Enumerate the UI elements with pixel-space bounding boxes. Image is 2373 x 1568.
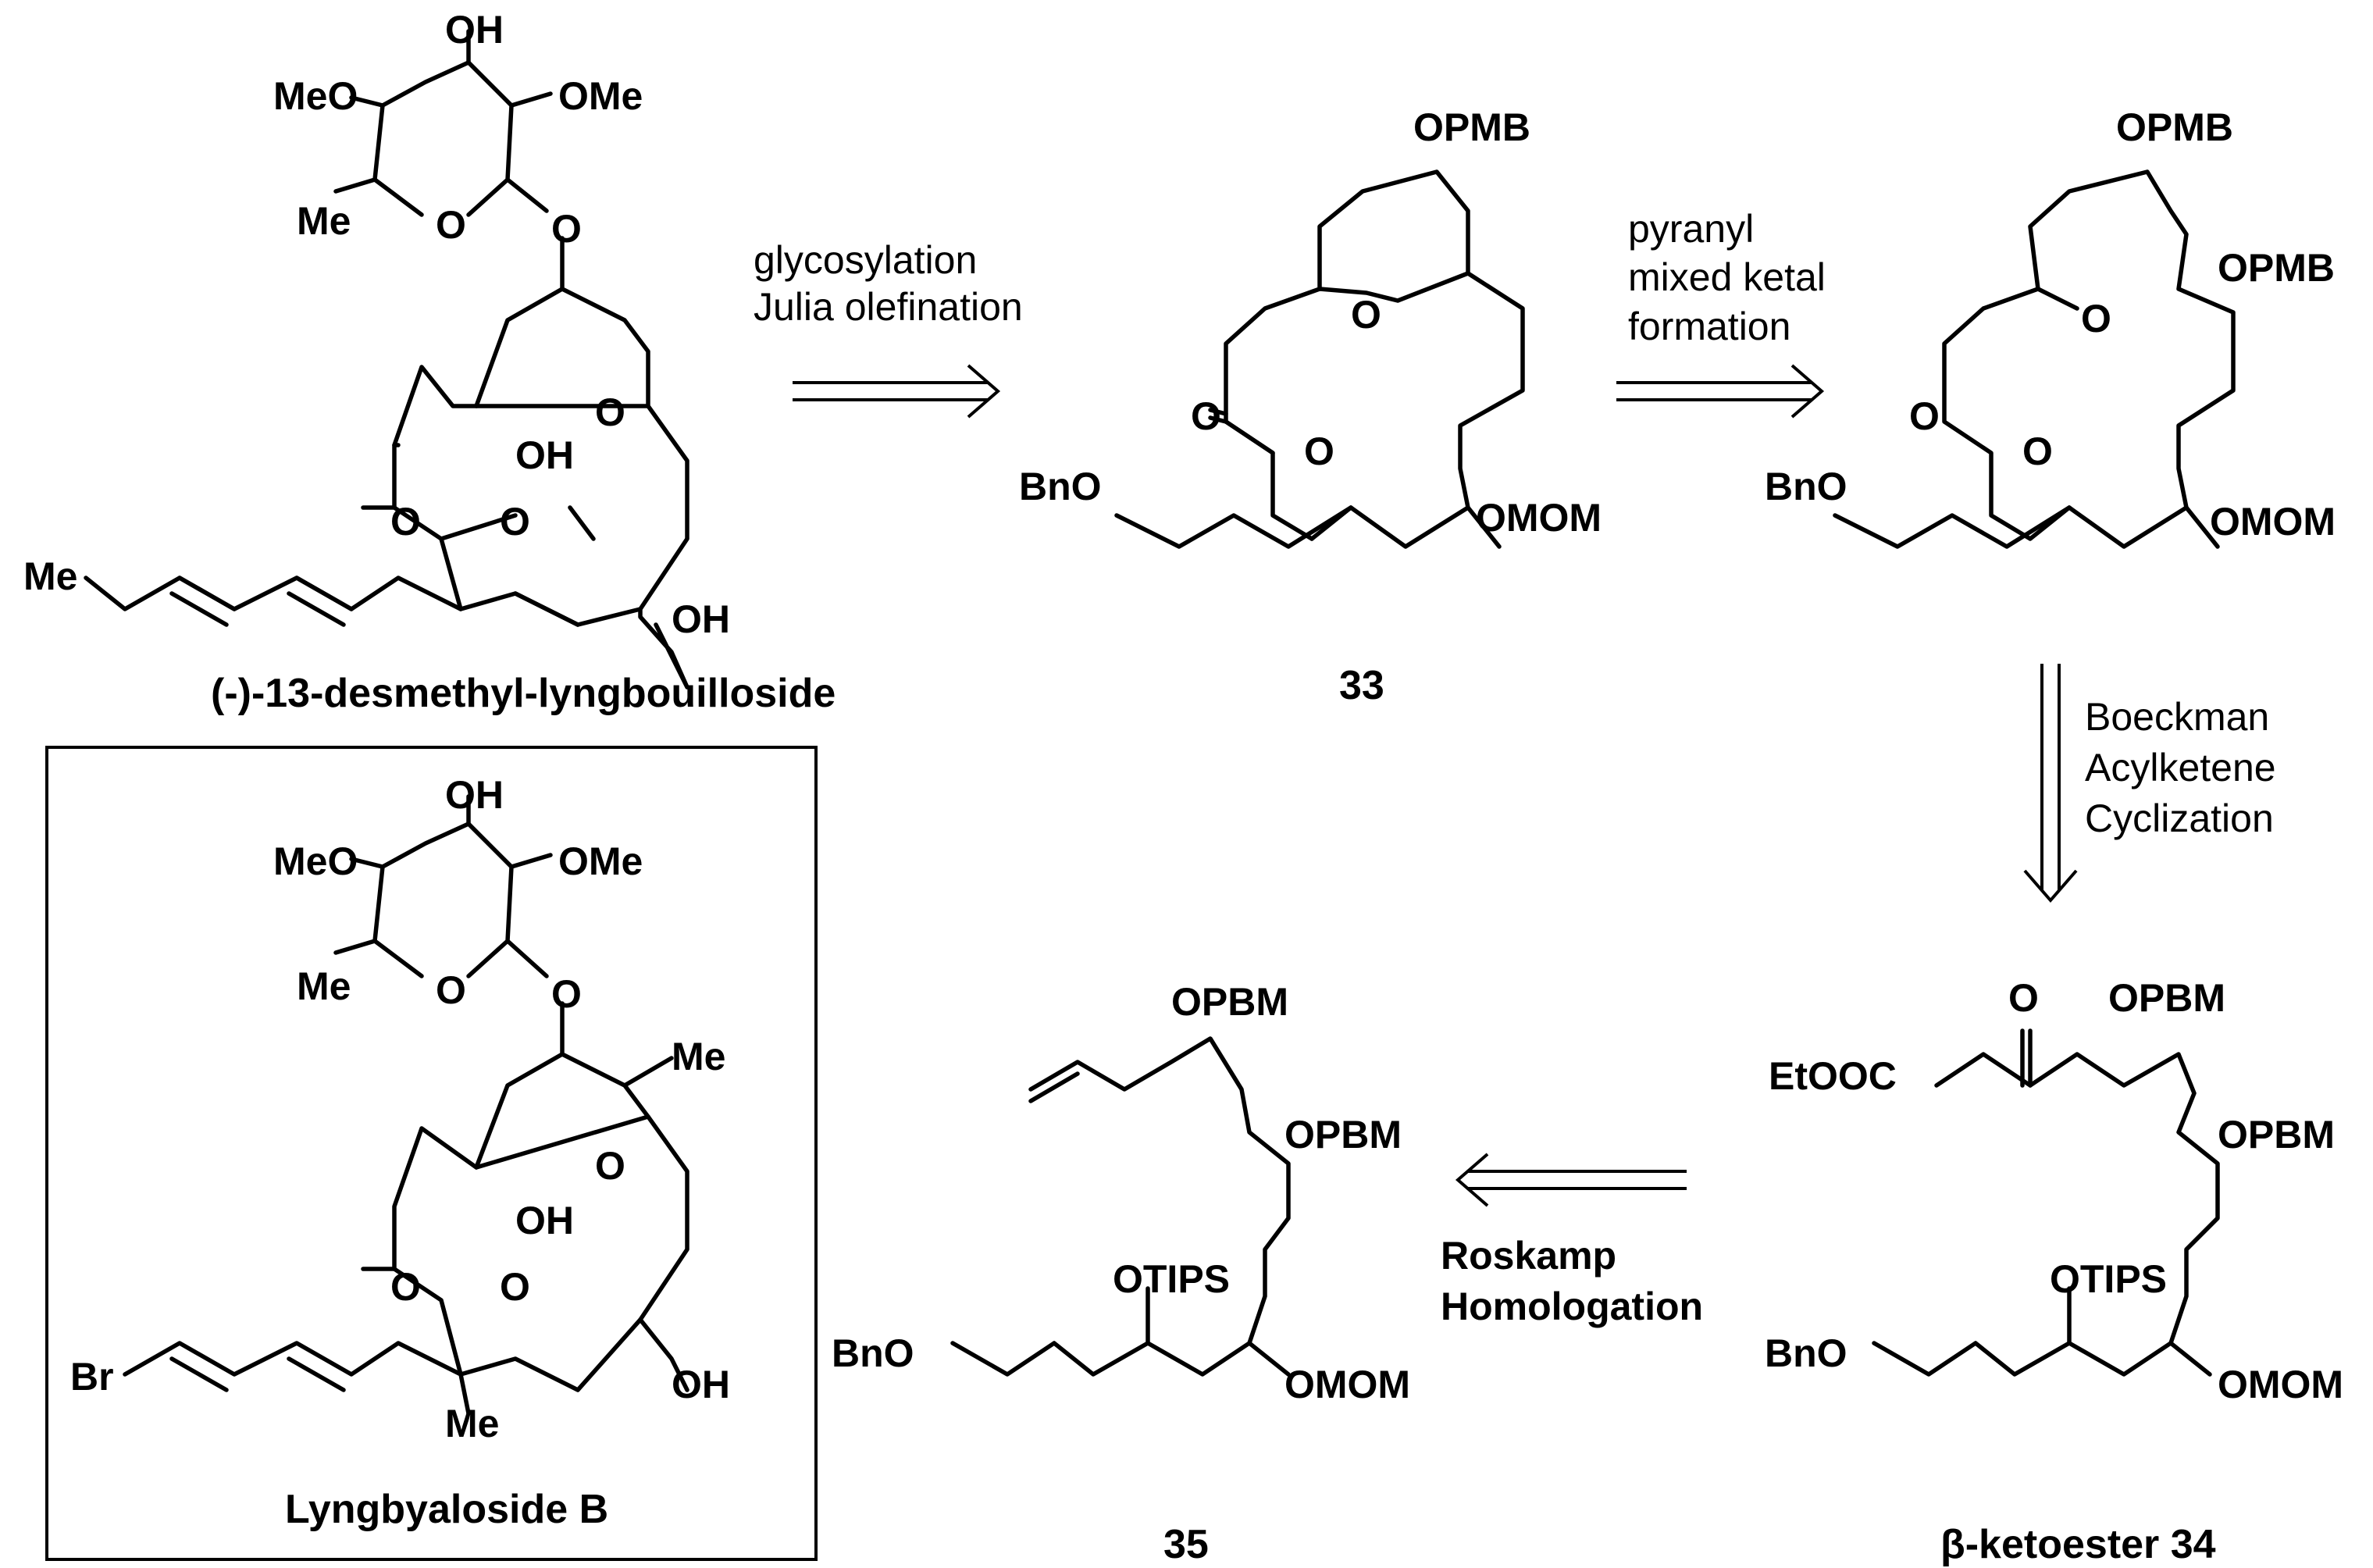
box-frame <box>45 746 818 1561</box>
atom-o: O <box>1909 394 1940 438</box>
atom-o: O <box>1351 293 1381 337</box>
atom-ome: OMe <box>558 74 643 118</box>
structure-33: OPMB O O O BnO OMOM 33 <box>1019 105 1602 708</box>
arrow3-line3: Cyclization <box>2085 796 2274 840</box>
atom-o: O <box>390 500 421 543</box>
structure-ketone-lactone: OPMB OPMB O O O BnO OMOM <box>1765 105 2336 549</box>
atom-opmb: OPMB <box>2218 246 2335 290</box>
label-33: 33 <box>1339 663 1384 708</box>
atom-o: O <box>436 203 466 247</box>
atom-otips: OTIPS <box>1113 1257 1230 1301</box>
atom-etooc: EtOOC <box>1769 1054 1897 1098</box>
structure-35: OPBM OPBM OTIPS BnO OMOM 35 <box>832 980 1410 1567</box>
atom-meo: MeO <box>273 74 358 118</box>
structure-natural-product: OH MeO OMe Me O O O OH O O OH Me (-)-13-… <box>23 8 836 716</box>
atom-o: O <box>2081 297 2111 340</box>
atom-o: O <box>1191 394 1221 438</box>
atom-o: O <box>595 1144 625 1188</box>
arrow-retro-2: pyranyl mixed ketal formation <box>1616 207 1826 419</box>
atom-me: Me <box>23 554 77 598</box>
atom-omom: OMOM <box>2218 1363 2343 1406</box>
atom-oh: OH <box>672 597 730 641</box>
atom-opmb: OPMB <box>2116 105 2233 149</box>
atom-meo: MeO <box>273 839 358 883</box>
atom-bno: BnO <box>1765 1331 1847 1375</box>
arrow1-line1: glycosylation <box>754 238 977 282</box>
label-natural-product: (-)-13-desmethyl-lyngbouilloside <box>211 671 836 716</box>
atom-o: O <box>390 1265 421 1309</box>
atom-opbm: OPBM <box>1284 1113 1402 1156</box>
label-34: β-ketoester 34 <box>1940 1522 2216 1567</box>
atom-o: O <box>595 390 625 434</box>
atom-bno: BnO <box>1019 465 1102 508</box>
label-35: 35 <box>1163 1522 1209 1567</box>
atom-oh: OH <box>515 1199 574 1242</box>
arrow2-line3: formation <box>1628 305 1790 348</box>
atom-oh: OH <box>445 773 504 817</box>
atom-opbm: OPBM <box>1171 980 1288 1024</box>
label-lyngbyaloside-b: Lyngbyaloside B <box>285 1487 608 1532</box>
atom-omom: OMOM <box>1476 496 1602 540</box>
atom-o: O <box>551 972 582 1016</box>
arrow2-line1: pyranyl <box>1628 207 1754 251</box>
arrow1-line2: Julia olefination <box>754 285 1023 329</box>
atom-o: O <box>551 207 582 251</box>
atom-oh: OH <box>515 433 574 477</box>
atom-bno: BnO <box>1765 465 1847 508</box>
atom-ome: OMe <box>558 839 643 883</box>
atom-opbm: OPBM <box>2218 1113 2335 1156</box>
atom-omom: OMOM <box>2210 500 2336 543</box>
atom-bno: BnO <box>832 1331 914 1375</box>
arrow2-line2: mixed ketal <box>1628 255 1826 299</box>
atom-oh: OH <box>672 1363 730 1406</box>
arrow4-line2: Homologation <box>1441 1285 1703 1328</box>
atom-o: O <box>1304 429 1334 473</box>
atom-opbm: OPBM <box>2108 976 2225 1020</box>
structure-34: EtOOC O OPBM OPBM OTIPS BnO OMOM β-ketoe… <box>1765 976 2343 1567</box>
atom-me: Me <box>445 1402 499 1445</box>
arrow4-line1: Roskamp <box>1441 1234 1616 1278</box>
atom-o: O <box>500 500 530 543</box>
atom-br: Br <box>70 1355 114 1399</box>
arrow-retro-3: Boeckman Acylketene Cyclization <box>2023 664 2276 903</box>
atom-omom: OMOM <box>1284 1363 1410 1406</box>
atom-o: O <box>2008 976 2039 1020</box>
atom-o: O <box>500 1265 530 1309</box>
atom-oh: OH <box>445 8 504 52</box>
arrow-retro-4: Roskamp Homologation <box>1441 1153 1703 1328</box>
boxed-lyngbyaloside-b: OH MeO OMe Me O O Me O OH O O OH Me Br L… <box>45 746 818 1561</box>
atom-o: O <box>436 968 466 1012</box>
atom-me: Me <box>297 199 351 243</box>
arrow-retro-1: glycosylation Julia olefination <box>754 238 1023 419</box>
atom-me: Me <box>672 1035 725 1078</box>
atom-otips: OTIPS <box>2050 1257 2167 1301</box>
atom-me: Me <box>297 964 351 1008</box>
atom-o: O <box>2022 429 2053 473</box>
arrow3-line1: Boeckman <box>2085 695 2269 739</box>
arrow3-line2: Acylketene <box>2085 746 2276 789</box>
atom-opmb: OPMB <box>1413 105 1530 149</box>
